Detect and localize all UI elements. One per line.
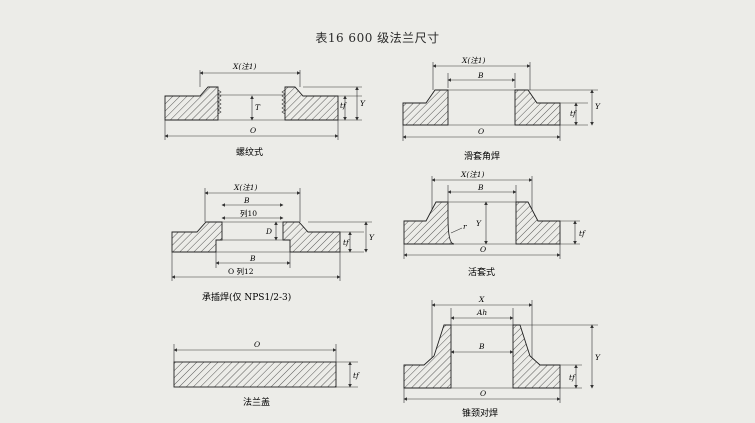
lapped-r-label: r: [463, 222, 467, 231]
threaded-o-label: O: [250, 126, 256, 135]
socket-b2-label: B: [249, 254, 256, 263]
weld-neck-tf-label: tf: [569, 373, 576, 382]
socket-x-label: X(注1): [233, 183, 258, 192]
socket-tf-label: tf: [343, 238, 350, 247]
socket-b-label: B: [243, 196, 250, 205]
blind-o-label: O: [254, 340, 260, 349]
lapped-flange-drawing: X(注1) B Y r tf O 活套式: [403, 170, 586, 278]
blind-caption: 法兰盖: [243, 396, 270, 408]
blind-tf-label: tf: [353, 371, 360, 380]
lapped-caption: 活套式: [468, 266, 495, 278]
socket-y-label: Y: [369, 233, 375, 242]
threaded-tf-label: tf: [340, 101, 347, 110]
weld-neck-ah-label: Ah: [476, 308, 487, 317]
slip-on-o-label: O: [478, 127, 484, 136]
slip-on-flange-drawing: X(注1) B tf Y O 滑套角焊: [402, 56, 601, 162]
lapped-x-label: X(注1): [460, 170, 485, 179]
slip-on-tf-label: tf: [570, 109, 577, 118]
socket-weld-flange-drawing: X(注1) B 列10 D tf Y B: [171, 183, 375, 303]
threaded-flange-drawing: X(注1) T tf Y O 螺: [164, 62, 366, 158]
weld-neck-b-label: B: [478, 342, 485, 351]
slip-on-y-label: Y: [595, 102, 601, 111]
weld-neck-y-label: Y: [595, 353, 601, 362]
threaded-t-label: T: [255, 103, 261, 112]
weld-neck-o-label: O: [480, 389, 486, 398]
threaded-caption: 螺纹式: [236, 146, 263, 158]
lapped-y-label: Y: [476, 219, 482, 228]
lapped-o-label: O: [480, 245, 486, 254]
slip-on-b-label: B: [477, 71, 484, 80]
lapped-tf-label: tf: [579, 229, 586, 238]
weld-neck-caption: 锥颈对焊: [462, 407, 498, 419]
weld-neck-x-label: X: [478, 295, 485, 304]
socket-o-col12-label: O 列12: [228, 266, 254, 276]
page-title: 表16 600 级法兰尺寸: [315, 31, 440, 45]
weld-neck-flange-drawing: X Ah B tf Y O 锥颈对焊: [403, 295, 601, 419]
blind-flange-drawing: O tf 法兰盖: [173, 340, 360, 408]
threaded-y-label: Y: [360, 99, 366, 108]
socket-col10-label: 列10: [240, 208, 257, 218]
slip-on-caption: 滑套角焊: [464, 150, 500, 162]
socket-d-label: D: [265, 227, 272, 236]
lapped-b-label: B: [477, 183, 484, 192]
slip-on-x-label: X(注1): [461, 56, 486, 65]
threaded-x-label: X(注1): [232, 62, 257, 71]
socket-caption: 承插焊(仅 NPS1/2-3): [202, 291, 291, 303]
